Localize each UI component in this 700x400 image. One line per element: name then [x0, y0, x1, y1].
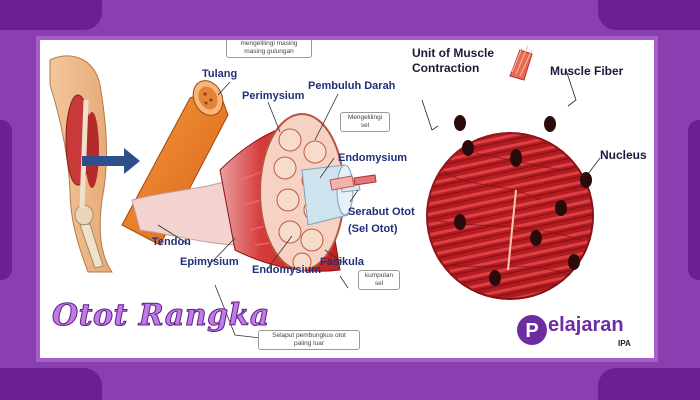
label-tulang: Tulang — [202, 68, 238, 80]
note-perimysium: mengelilingi masing masing gulungan — [226, 40, 312, 58]
label-perimysium: Perimysium — [242, 90, 305, 102]
note-fasikula-line1: kumpulan — [364, 272, 394, 279]
right-pointer-lines — [421, 69, 601, 175]
label-unit-of-muscle: Unit of Muscle — [412, 46, 495, 60]
arrow-icon — [82, 148, 140, 174]
label-endomysium-right: Endomysium — [338, 152, 408, 164]
side-tab-left — [0, 120, 12, 280]
note-perimysium-line1: mengelilingi masing — [240, 40, 298, 47]
title: Otot Rangka — [52, 298, 270, 334]
note-epimysium-line1: Selaput pembungkus otot — [272, 332, 346, 339]
label-muscle-fiber: Muscle Fiber — [550, 64, 624, 78]
label-endomysium-bottom: Endomysium — [252, 264, 322, 276]
extracted-fiber — [301, 164, 377, 226]
muscle-fiber-closeup — [426, 45, 594, 300]
brand-subtitle: IPA — [618, 339, 631, 348]
label-sel-otot: (Sel Otot) — [348, 223, 398, 235]
label-pembuluh-darah: Pembuluh Darah — [308, 80, 396, 92]
note-epimysium: Selaput pembungkus otot paling luar — [258, 330, 360, 350]
note-fasikula: kumpulan sel — [358, 270, 400, 290]
label-nucleus: Nucleus — [600, 148, 647, 162]
brand-p-icon: P — [517, 315, 547, 345]
muscle-illustration — [49, 45, 601, 339]
label-contraction: Contraction — [412, 61, 480, 75]
corner-tab-bottom-right — [598, 368, 700, 400]
corner-tab-top-left — [0, 0, 102, 30]
note-perimysium-line2: masing gulungan — [244, 48, 294, 55]
note-epimysium-line2: paling luar — [294, 340, 324, 347]
brand-name: elajaran — [548, 314, 624, 336]
arm-illustration — [49, 55, 113, 273]
svg-text:P: P — [525, 320, 538, 342]
note-endomysium-line1: Mengelilingi — [347, 114, 383, 121]
label-serabut-otot: Serabut Otot — [348, 206, 415, 218]
label-tendon: Tendon — [152, 236, 191, 248]
label-fasikula: Fasikula — [320, 256, 365, 268]
note-endomysium-line2: sel — [360, 122, 370, 129]
note-endomysium: Mengelilingi sel — [340, 112, 390, 132]
pointer-lines — [157, 81, 359, 339]
label-epimysium: Epimysium — [180, 256, 239, 268]
illustration-panel: Tulang Perimysium Pembuluh Darah Endomys… — [40, 40, 654, 358]
brand-logo: P elajaran IPA — [514, 312, 654, 352]
corner-tab-bottom-left — [0, 368, 102, 400]
note-fasikula-line2: sel — [374, 280, 384, 287]
corner-tab-top-right — [598, 0, 700, 30]
side-tab-right — [688, 120, 700, 280]
